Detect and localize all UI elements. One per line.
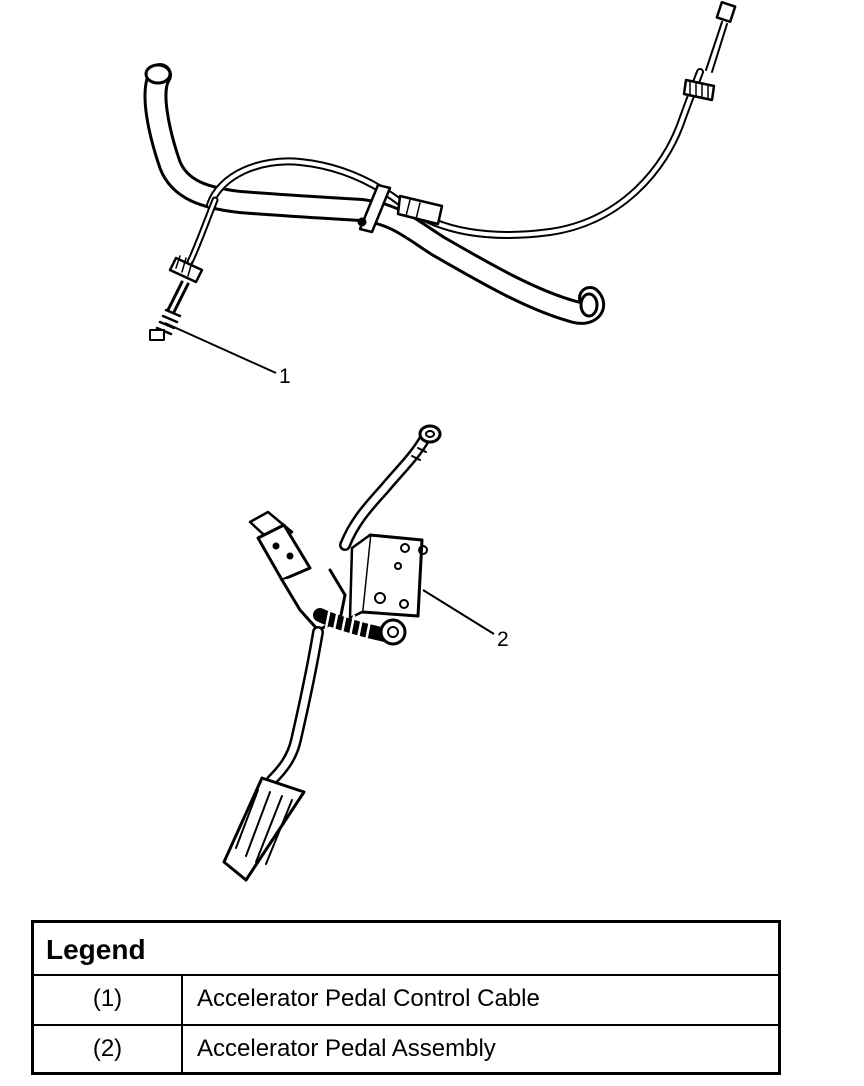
legend-table: Legend (1) Accelerator Pedal Control Cab… (31, 920, 781, 1075)
accelerator-cable-illustration (143, 0, 737, 341)
legend-row: (2) Accelerator Pedal Assembly (34, 1024, 778, 1072)
legend-row-description: Accelerator Pedal Assembly (197, 1035, 496, 1062)
callout-1-label: 1 (279, 365, 291, 388)
legend-row-number: (1) (34, 976, 183, 1024)
callout-1-leader (164, 322, 277, 374)
diagram-illustration: 1 2 (143, 0, 737, 882)
callout-2-leader (422, 589, 495, 635)
legend-row: (1) Accelerator Pedal Control Cable (34, 976, 778, 1024)
legend-row-description: Accelerator Pedal Control Cable (197, 985, 540, 1012)
callout-2-label: 2 (497, 628, 509, 651)
accelerator-pedal-illustration (222, 424, 442, 882)
legend-row-number: (2) (34, 1026, 183, 1072)
legend-title: Legend (34, 923, 778, 976)
